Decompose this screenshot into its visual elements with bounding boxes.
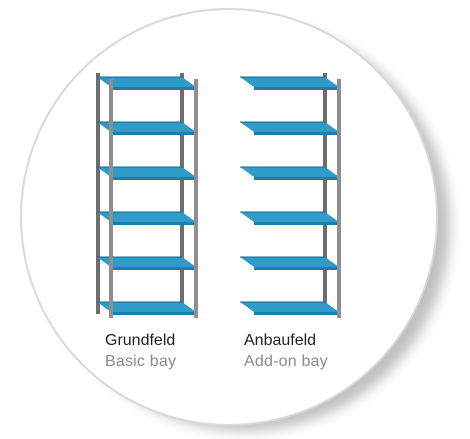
shelf-lip: [254, 312, 339, 315]
shelf: [240, 122, 339, 132]
basic-bay-subtitle: Basic bay: [105, 353, 177, 370]
basic-bay-title: Grundfeld: [105, 332, 176, 349]
addon-bay-title: Anbaufeld: [244, 332, 317, 349]
shelf-lip: [254, 267, 339, 270]
shelf-lip: [254, 222, 339, 225]
back-left-post: [96, 73, 100, 314]
shelf: [97, 122, 196, 132]
circle-background: [20, 8, 438, 426]
back-right-post: [323, 73, 327, 314]
shelf: [240, 77, 339, 87]
front-right-post: [337, 79, 341, 318]
shelf: [97, 212, 196, 222]
addon-bay-caption: Anbaufeld Add-on bay: [244, 333, 328, 370]
front-left-post: [109, 79, 113, 318]
shelf-lip: [111, 312, 196, 315]
addon-bay-subtitle: Add-on bay: [244, 353, 328, 370]
shelf: [240, 212, 339, 222]
shelf-lip: [254, 132, 339, 135]
shelf-lip: [254, 87, 339, 90]
shelf-lip: [254, 177, 339, 180]
addon-bay-shelf-unit: [240, 73, 341, 318]
basic-bay-caption: Grundfeld Basic bay: [105, 333, 176, 370]
shelf: [240, 257, 339, 267]
shelf: [240, 167, 339, 177]
shelf: [97, 77, 196, 87]
shelf: [240, 302, 339, 312]
front-right-post: [194, 79, 198, 318]
shelf-lip: [111, 222, 196, 225]
shelf-lip: [111, 87, 196, 90]
shelf: [97, 167, 196, 177]
shelf: [97, 302, 196, 312]
shelf-lip: [111, 267, 196, 270]
shelf-lip: [111, 132, 196, 135]
shelf-lip: [111, 177, 196, 180]
shelf: [97, 257, 196, 267]
back-right-post: [180, 73, 184, 314]
basic-bay-shelf-unit: [96, 73, 198, 318]
